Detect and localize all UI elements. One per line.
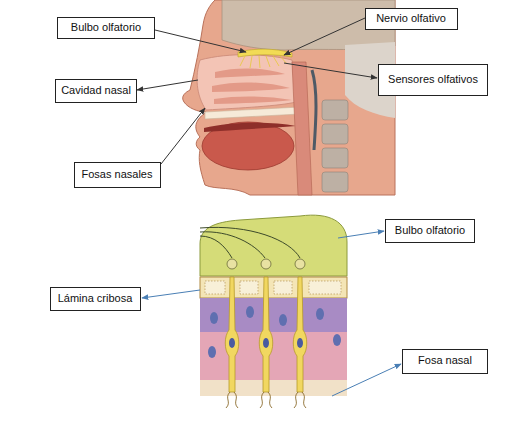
nucleus [210,312,218,324]
axon [200,236,232,258]
cilium [226,392,230,408]
head-skin [183,0,395,195]
label-box: Fosa nasal [402,349,488,374]
label-text: Cavidad nasal [61,84,131,97]
label-text: Bulbo olfatorio [395,224,465,237]
spine [322,100,348,192]
vertebra [322,148,348,168]
receptor-cell [259,277,273,392]
nerve-fiber [259,56,260,68]
label-text: Nervio olfativo [376,12,446,25]
label-text: Sensores olfativos [388,73,478,86]
epithelium-layer [200,332,347,380]
nerve-fiber [273,56,279,66]
glomerulus [261,259,271,269]
label-box: Nervio olfativo [365,8,458,30]
olfactory-bulb [238,49,292,57]
nucleus [333,334,341,346]
nerve-fiber [240,56,245,66]
leader-line [142,290,200,298]
olfactory-bulb [200,215,347,276]
bone-cells [205,281,341,294]
nucleus [297,338,303,348]
nasal-cavity [197,55,296,110]
bone-cell [274,281,292,294]
label-text: Fosas nasales [82,168,153,181]
cilium [294,392,298,408]
bone-cell [309,281,341,294]
tube [312,70,316,150]
nerve-fiber [266,56,270,67]
mucus-layer [200,380,347,396]
pharynx [292,62,312,195]
receptor-cell [293,277,307,392]
leader-line [284,63,377,78]
nucleus [316,308,324,320]
nucleus [279,314,287,326]
glomerulus [295,259,305,269]
cilium [234,392,238,408]
nerve-fiber [280,56,287,64]
nucleus [246,306,254,318]
label-box: Lámina cribosa [50,287,141,311]
label-text: Fosa nasal [418,354,472,367]
label-box: Bulbo olfatorio [385,219,475,243]
leader-line [284,18,365,55]
label-box: Fosas nasales [74,162,161,188]
leader-line [161,108,205,164]
supporting-layer [200,298,347,332]
cribriform-plate [200,277,347,298]
nucleus [263,338,269,348]
label-box: Bulbo olfatorio [57,17,155,39]
leader-lines [142,231,401,396]
label-box: Sensores olfativos [378,64,488,96]
hard-palate [205,107,300,119]
leader-lines [137,18,377,164]
cilia [226,392,306,408]
label-text: Bulbo olfatorio [71,21,141,34]
turbinate [212,82,290,92]
leader-line [155,30,246,52]
vertebra [322,172,348,192]
nerve-fiber [250,56,252,68]
epithelium-section [200,215,347,408]
nucleus [229,338,235,348]
oral-cavity [204,123,296,132]
leader-line [137,80,198,90]
receptor-cell [225,277,239,392]
glomerulus [227,259,237,269]
leader-line [332,364,401,396]
cilium [268,392,272,408]
axon [200,232,265,258]
vertebra [322,100,348,120]
turbinate [214,96,292,104]
bone-cell [240,281,258,294]
bulb-axons [200,227,300,258]
cilium [260,392,264,408]
nucleus [208,346,216,358]
vertebra [322,124,348,144]
leader-line [338,231,384,238]
receptor-nuclei [229,338,303,348]
label-box: Cavidad nasal [55,79,137,103]
turbinate [215,68,285,78]
head-section [183,0,395,195]
olfactory-fibers [240,56,287,68]
label-text: Lámina cribosa [58,292,133,305]
axon [200,227,300,258]
cilium [302,392,306,408]
bone-cell [205,281,225,294]
receptor-cells [225,277,307,392]
